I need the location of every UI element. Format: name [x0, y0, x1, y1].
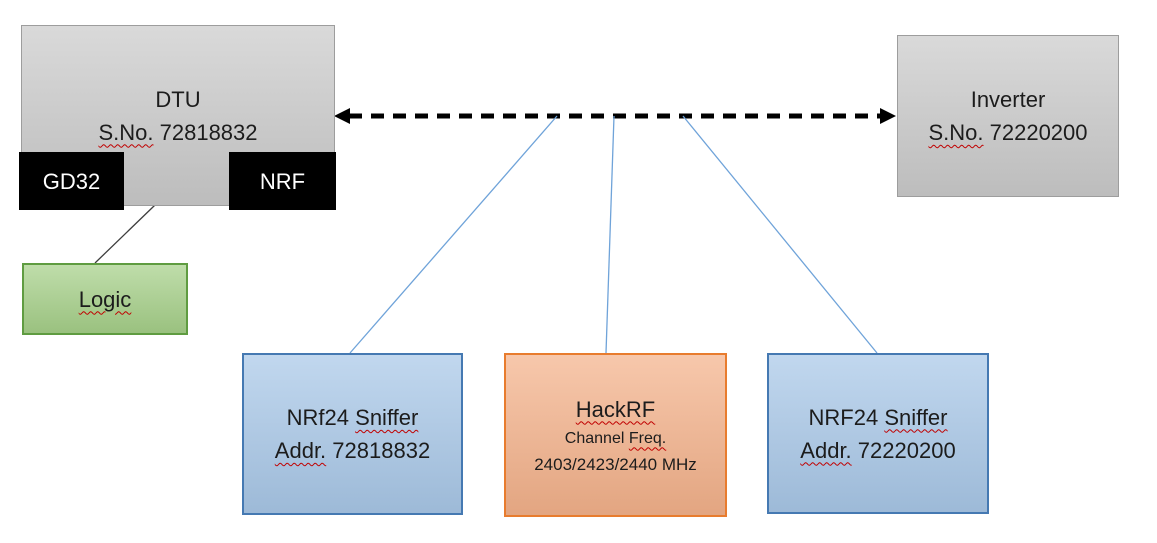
hackrf-box: HackRF Channel Freq. 2403/2423/2440 MHz [504, 353, 727, 517]
hackrf-channel-label: Channel [564, 429, 625, 447]
sniffer-right-name: NRF24 Sniffer [809, 401, 948, 434]
dtu-title: DTU [155, 86, 201, 112]
dtu-inverter-dashed-arrow [334, 108, 896, 124]
logic-label: Logic [78, 286, 132, 312]
sniffer-right-addr-value: 72220200 [857, 437, 956, 463]
dtu-serial-value: 72818832 [159, 119, 258, 145]
sniffer-left-addr: Addr. 72818832 [275, 434, 430, 467]
inverter-serial-value: 72220200 [989, 120, 1088, 145]
hackrf-channel-freq: Channel Freq. [565, 426, 666, 451]
dtu-serial: S.No. 72818832 [98, 116, 257, 149]
sniffer-left-name-prefix: NRf24 [286, 405, 350, 430]
connector-sniffer-left [349, 115, 558, 354]
logic-box: Logic [22, 263, 188, 335]
arrowhead-left-icon [334, 108, 350, 124]
inverter-box: Inverter S.No. 72220200 [897, 35, 1119, 197]
inverter-title: Inverter [970, 87, 1046, 112]
sniffer-right-name-prefix: NRF24 [808, 404, 879, 430]
nrf-chip-label: NRF [259, 168, 306, 194]
inverter-serial: S.No. 72220200 [928, 116, 1087, 149]
arrowhead-right-icon [880, 108, 896, 124]
sniffer-left-addr-label: Addr. [274, 438, 327, 463]
nrf-chip: NRF [229, 152, 336, 210]
hackrf-freq-label: Freq. [628, 429, 667, 447]
sniffer-left-name-word: Sniffer [355, 405, 419, 430]
connector-sniffer-right [682, 115, 878, 354]
dtu-text: DTU S.No. 72818832 [22, 26, 334, 205]
gd32-chip-label: GD32 [42, 168, 101, 194]
gd32-chip: GD32 [19, 152, 124, 210]
dtu-serial-label: S.No. [98, 119, 154, 145]
dtu-box: DTU S.No. 72818832 GD32 NRF [19, 25, 336, 210]
connector-hackrf [605, 115, 615, 354]
sniffer-left-box: NRf24 Sniffer Addr. 72818832 [242, 353, 463, 515]
sniffer-right-name-word: Sniffer [884, 404, 948, 430]
hackrf-title: HackRF [575, 396, 656, 422]
sniffer-left-addr-value: 72818832 [332, 438, 431, 463]
hackrf-freq-values: 2403/2423/2440 MHz [534, 454, 697, 474]
sniffer-right-addr-label: Addr. [800, 437, 852, 463]
inverter-serial-label: S.No. [928, 120, 984, 145]
sniffer-right-addr: Addr. 72220200 [800, 434, 955, 467]
sniffer-left-name: NRf24 Sniffer [287, 401, 419, 434]
sniffer-right-box: NRF24 Sniffer Addr. 72220200 [767, 353, 989, 514]
